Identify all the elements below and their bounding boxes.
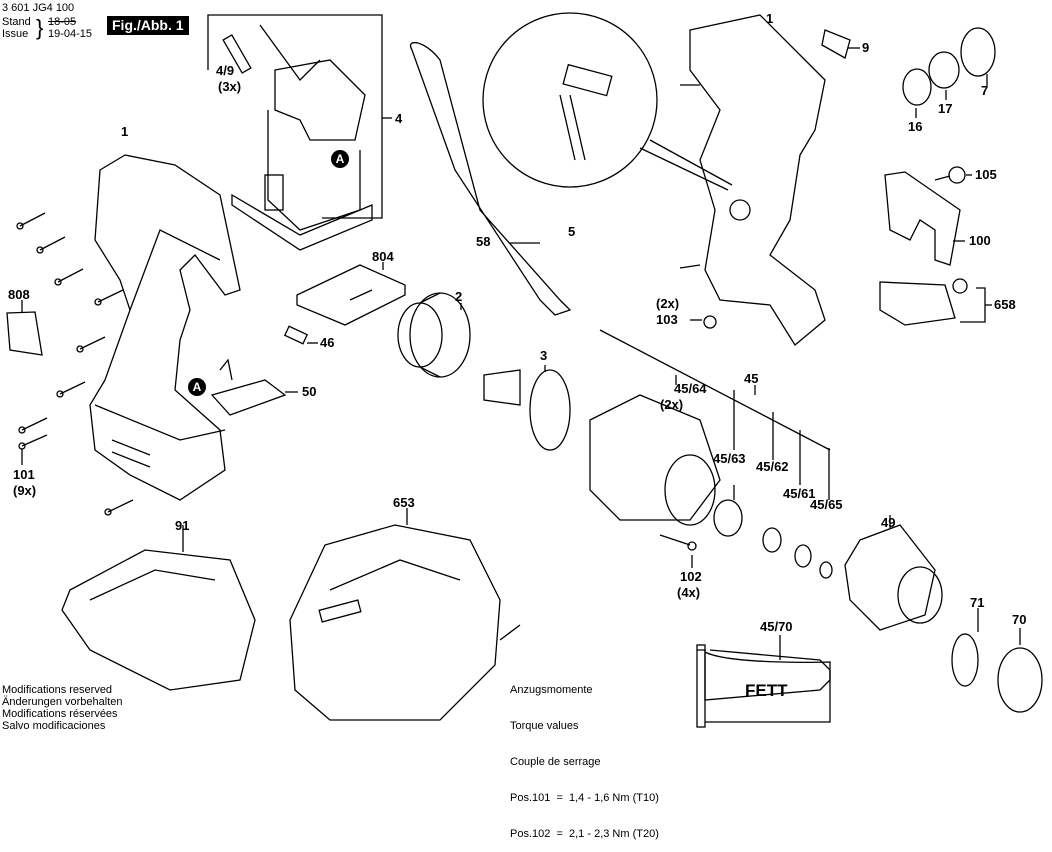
part-label-71: 71 (970, 595, 985, 610)
part-label-653: 653 (393, 495, 415, 510)
plate-804-part (296, 262, 406, 326)
modifications-fr: Modifications réservées (2, 708, 118, 720)
detail-magnifier (482, 12, 733, 191)
brace-icon: } (36, 15, 44, 40)
stator-2-part (397, 292, 471, 378)
ring-45-62-part (762, 527, 782, 553)
part-label-103-qty: (2x) (656, 296, 680, 311)
part-label-1-right: 1 (766, 11, 774, 26)
part-label-16: 16 (908, 119, 923, 134)
part-label-45-63: 45/63 (713, 451, 746, 466)
spring-46-part (283, 325, 309, 345)
detail-marker-a: A (188, 378, 206, 396)
part-label-9: 9 (862, 40, 870, 55)
part-label-101-qty: (9x) (13, 483, 37, 498)
part-label-45-64-qty: (2x) (660, 397, 684, 412)
part-label-102: 102 (680, 569, 702, 584)
part-label-70: 70 (1012, 612, 1027, 627)
screws-101 (16, 212, 134, 516)
detail-marker-a: A (331, 150, 349, 168)
part-label-17: 17 (938, 101, 953, 116)
part-label-45-62: 45/62 (756, 459, 789, 474)
modifications-es: Salvo modificaciones (2, 720, 106, 732)
torque-title-de: Anzugsmomente (510, 684, 593, 696)
torque-title-en: Torque values (510, 720, 579, 732)
charger-653-part (289, 508, 521, 721)
cap-17-part (928, 51, 960, 89)
housing-left-part (89, 154, 241, 501)
rotor-3-part (483, 365, 571, 451)
part-label-50: 50 (302, 384, 317, 399)
part-label-3: 3 (540, 348, 548, 363)
part-label-46: 46 (320, 335, 335, 350)
part-label-5: 5 (568, 224, 576, 239)
exploded-view-drawing (6, 12, 1043, 728)
battery-91-part (61, 525, 256, 691)
ring-45-65-part (819, 561, 833, 579)
nut-103-part (703, 315, 717, 329)
modifications-notice: Modifications reserved Änderungen vorbeh… (2, 684, 122, 732)
label-808-part (6, 311, 43, 356)
modifications-de: Änderungen vorbehalten (2, 696, 123, 708)
cover-7-part (960, 27, 996, 77)
screw-102-part (659, 534, 691, 546)
part-label-2: 2 (455, 289, 463, 304)
ring-45-63-part (713, 499, 743, 537)
part-label-4-9-qty: (3x) (218, 79, 242, 94)
part-number: 3 601 JG4 100 (2, 2, 75, 14)
ring-45-61-part (794, 544, 812, 568)
part-label-58: 58 (476, 234, 491, 249)
strap-58-part (409, 41, 572, 316)
torque-pos-102: Pos.102 = 2,1 - 2,3 Nm (T20) (510, 828, 659, 840)
screw-105-part (948, 166, 966, 184)
part-label-100: 100 (969, 233, 991, 248)
grease-tube-text: FETT (745, 681, 788, 700)
stand-value: 18-05 (48, 16, 77, 28)
figure-label: Fig./Abb. 1 (107, 16, 189, 35)
part-label-45-70: 45/70 (760, 619, 793, 634)
part-label-4: 4 (395, 111, 403, 126)
part-label-91: 91 (175, 518, 190, 533)
belt-clip-100-part (884, 171, 961, 266)
modifications-en: Modifications reserved (2, 684, 113, 696)
contact-50-part (210, 358, 298, 416)
part-label-1-left: 1 (121, 124, 129, 139)
torque-pos-101: Pos.101 = 1,4 - 1,6 Nm (T10) (510, 792, 659, 804)
bit-holder-658-part (879, 281, 956, 326)
part-label-7: 7 (981, 83, 989, 98)
stand-label: Stand (2, 16, 31, 28)
ring-71-part (951, 633, 979, 687)
bracket-4 (207, 14, 392, 219)
part-label-808: 808 (8, 287, 30, 302)
part-label-101: 101 (13, 467, 35, 482)
part-label-105: 105 (975, 167, 997, 182)
part-label-804: 804 (372, 249, 394, 264)
part-label-45-61: 45/61 (783, 486, 816, 501)
part-label-45-65: 45/65 (810, 497, 843, 512)
torque-values-notice: Anzugsmomente Torque values Couple de se… (510, 660, 659, 852)
label-9-part (821, 29, 851, 59)
part-label-45-64: 45/64 (674, 381, 707, 396)
cap-70-part (997, 647, 1043, 713)
disc-16-part (902, 68, 932, 106)
part-label-4-9: 4/9 (216, 63, 235, 78)
housing-right-part (679, 14, 826, 346)
part-label-102-qty: (4x) (677, 585, 701, 600)
part-label-49: 49 (881, 515, 896, 530)
part-label-658: 658 (994, 297, 1016, 312)
trigger-switch-part (222, 24, 373, 251)
issue-value: 19-04-15 (48, 28, 93, 40)
issue-label: Issue (2, 28, 29, 40)
part-label-45: 45 (744, 371, 759, 386)
housing-49-part (844, 524, 936, 631)
part-label-103: 103 (656, 312, 678, 327)
torque-title-fr: Couple de serrage (510, 756, 601, 768)
gear-housing-45-part (589, 329, 831, 526)
